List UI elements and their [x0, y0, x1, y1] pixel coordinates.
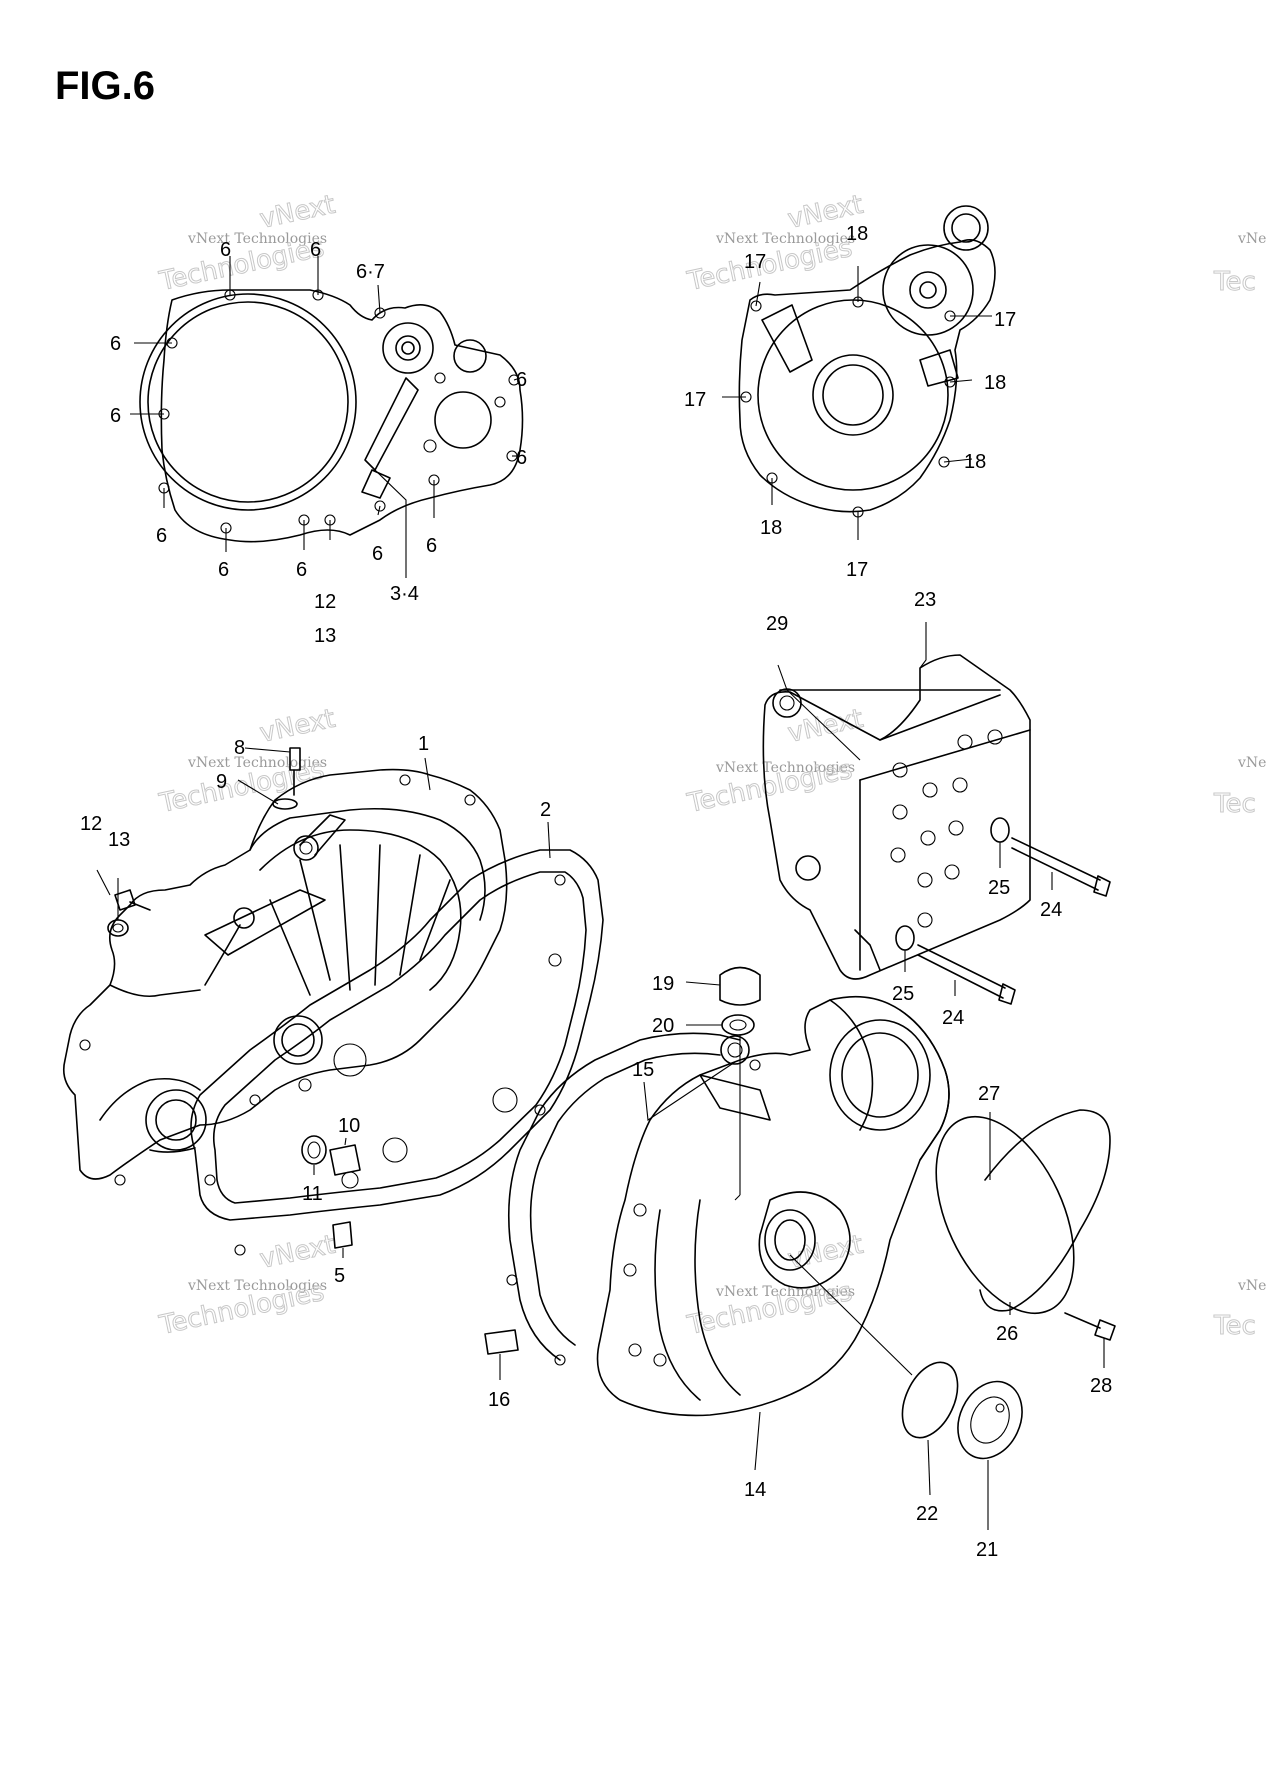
watermark-partial-big: Tec	[1213, 1311, 1256, 1341]
watermarks: vNext vNext Technologies Technologies vN…	[156, 189, 1267, 1342]
callout-6: 6	[218, 559, 229, 581]
callout-13: 13	[314, 625, 336, 647]
callout-24: 24	[1040, 899, 1062, 921]
callout-6: 6	[110, 405, 121, 427]
leader-lines	[96, 256, 1105, 1530]
callout-18: 18	[964, 451, 986, 473]
callouts: 6 6 6·7 6 6 6 6 6 6 6 6 6 12 13 3·4 17 1…	[80, 223, 1112, 1561]
callout-17: 17	[994, 309, 1016, 331]
callout-6: 6	[516, 369, 527, 391]
watermark-small: vNext Technologies	[715, 1284, 855, 1300]
callout-6: 6	[156, 525, 167, 547]
callout-6: 6	[310, 239, 321, 261]
watermark-mid-left: vNext vNext Technologies Technologies	[156, 703, 339, 819]
callout-22: 22	[916, 1503, 938, 1525]
watermark-small: vNext Technologies	[187, 755, 327, 771]
watermark-edge-right: vNe Tec vNe Tec vNe Tec	[1213, 231, 1267, 1342]
callout-6: 6	[372, 543, 383, 565]
watermark-partial: vNe	[1237, 755, 1266, 771]
callout-3-4: 3·4	[390, 583, 419, 605]
watermark-bottom-left: vNext vNext Technologies Technologies	[156, 1229, 339, 1341]
watermark-top-left: vNext vNext Technologies Technologies	[156, 189, 339, 297]
callout-6-7: 6·7	[356, 261, 385, 283]
callout-29: 29	[766, 613, 788, 635]
callout-16: 16	[488, 1389, 510, 1411]
magneto-cover	[596, 995, 950, 1417]
callout-17: 17	[744, 251, 766, 273]
watermark-small: vNext Technologies	[715, 231, 855, 247]
callout-20: 20	[652, 1015, 674, 1037]
callout-12: 12	[314, 591, 336, 613]
magneto-cover-gasket-view	[738, 205, 996, 518]
watermark-small: vNext Technologies	[187, 1278, 327, 1294]
watermark-partial: vNe	[1237, 1278, 1266, 1294]
watermark-big-a: vNext	[257, 704, 338, 749]
callout-15: 15	[632, 1059, 654, 1081]
callout-1: 1	[418, 733, 429, 755]
callout-17: 17	[684, 389, 706, 411]
clutch-cover-gasket	[190, 849, 604, 1256]
callout-6: 6	[296, 559, 307, 581]
watermark-partial: vNe	[1237, 231, 1266, 247]
callout-28: 28	[1090, 1375, 1112, 1397]
figure-title: FIG.6	[55, 64, 156, 108]
callout-21: 21	[976, 1539, 998, 1561]
callout-18: 18	[984, 372, 1006, 394]
callout-6: 6	[516, 447, 527, 469]
watermark-big-a: vNext	[257, 190, 338, 235]
callout-25: 25	[892, 983, 914, 1005]
clutch-cover-gasket-view	[139, 289, 524, 543]
magneto-cover-gasket	[506, 1032, 761, 1366]
callout-11: 11	[302, 1183, 323, 1205]
callout-14: 14	[744, 1479, 766, 1501]
watermark-top-right: vNext vNext Technologies Technologies	[684, 189, 867, 297]
callout-6: 6	[110, 333, 121, 355]
callout-19: 19	[652, 973, 674, 995]
guard-cover	[762, 654, 1031, 980]
callout-10: 10	[338, 1115, 360, 1137]
callout-26: 26	[996, 1323, 1018, 1345]
callout-6: 6	[426, 535, 437, 557]
watermark-big-a: vNext	[257, 1230, 338, 1275]
callout-23: 23	[914, 589, 936, 611]
clutch-cover	[62, 768, 508, 1186]
callout-17: 17	[846, 559, 868, 581]
callout-8: 8	[234, 737, 245, 759]
watermark-small: vNext Technologies	[187, 231, 327, 247]
callout-13: 13	[108, 829, 130, 851]
callout-6: 6	[220, 239, 231, 261]
callout-5: 5	[334, 1265, 345, 1287]
callout-2: 2	[540, 799, 551, 821]
callout-24: 24	[942, 1007, 964, 1029]
callout-27: 27	[978, 1083, 1000, 1105]
callout-12: 12	[80, 813, 102, 835]
small-parts	[107, 747, 1116, 1460]
callout-18: 18	[760, 517, 782, 539]
watermark-partial-big: Tec	[1213, 789, 1256, 819]
callout-25: 25	[988, 877, 1010, 899]
callout-9: 9	[216, 771, 227, 793]
watermark-small: vNext Technologies	[715, 760, 855, 776]
callout-18: 18	[846, 223, 868, 245]
watermark-mid-right: vNext vNext Technologies Technologies	[684, 703, 867, 819]
watermark-partial-big: Tec	[1213, 267, 1256, 297]
